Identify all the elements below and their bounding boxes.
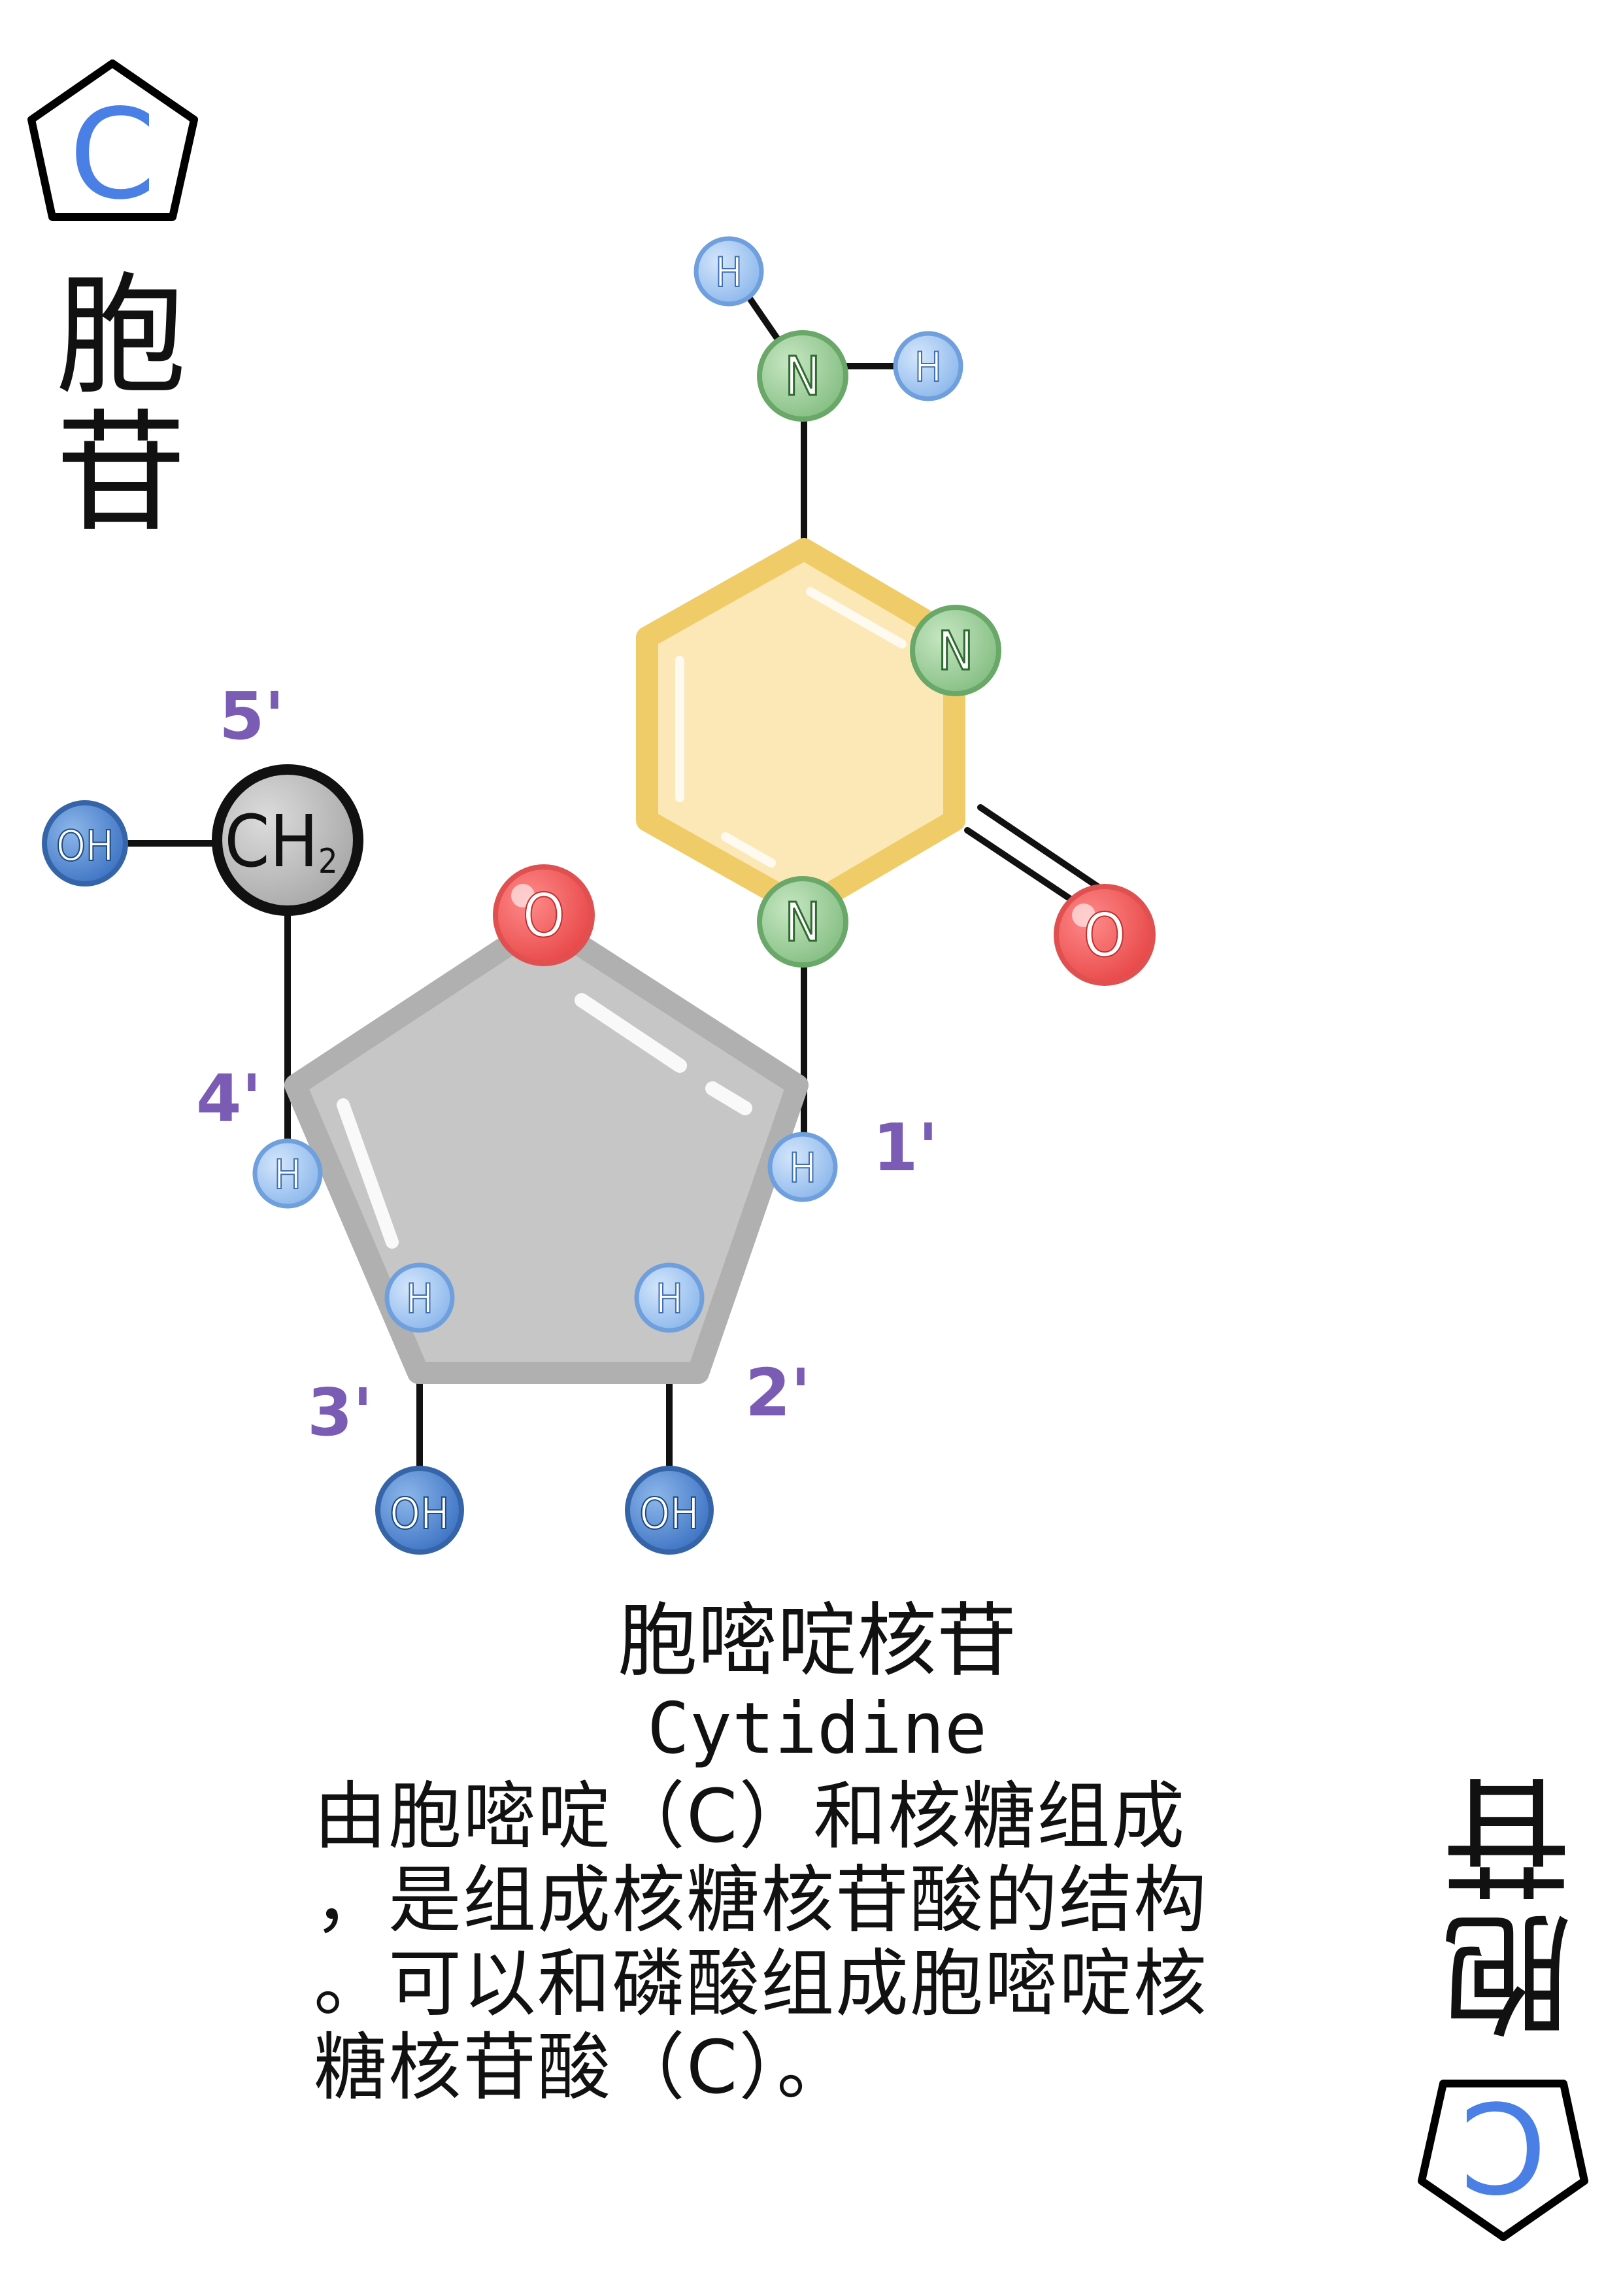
atom-label: N	[784, 346, 820, 408]
pentagon-icon	[27, 59, 198, 221]
pentagon-icon	[1418, 2080, 1588, 2241]
atom-h3: H	[384, 1262, 455, 1333]
position-label-5: 5'	[219, 678, 284, 754]
atom-label: OH	[390, 1489, 449, 1539]
atom-label: H	[789, 1144, 816, 1192]
compound-name-english: Cytidine	[646, 1688, 988, 1770]
atom-ring-nitrogen-top: N	[910, 605, 1001, 696]
atom-amino-nitrogen: N	[757, 330, 848, 422]
atom-label: H	[406, 1275, 433, 1323]
atom-carbonyl-oxygen: O	[1054, 884, 1156, 986]
atom-h4: H	[252, 1138, 323, 1209]
cytosine-highlight	[806, 587, 907, 649]
atom-label: H	[656, 1275, 683, 1323]
corner-letter: C	[1460, 2074, 1547, 2218]
atom-amino-hydrogen-1: H	[694, 236, 764, 307]
atom-label: OH	[56, 822, 114, 871]
position-labels: 5' 4' 1' 3' 2'	[196, 678, 938, 1451]
position-label-2: 2'	[745, 1355, 811, 1431]
atom-label: OH	[639, 1489, 699, 1539]
corner-name-char: 苷	[55, 397, 186, 550]
corner-badge-top-left: C	[27, 59, 198, 227]
description-line: ，是组成核糖核苷酸的结构	[314, 1858, 1208, 1943]
atom-label: CH2	[224, 800, 337, 883]
atom-oh3: OH	[375, 1466, 464, 1555]
atom-label: N	[784, 892, 820, 954]
corner-name-bottom-right: 胞 苷	[1431, 1758, 1582, 2048]
atom-oh2: OH	[625, 1466, 714, 1555]
atom-ring-nitrogen-bottom: N	[757, 876, 848, 968]
position-label-3: 3'	[307, 1374, 373, 1451]
corner-badge-bottom-right: C	[1418, 2074, 1588, 2241]
atom-ring-oxygen: O	[493, 864, 595, 966]
ribose-ring	[284, 911, 809, 1384]
description-line: 由胞嘧啶（C）和核糖组成	[314, 1774, 1186, 1859]
corner-name-char: 胞	[55, 260, 186, 413]
ribose-pentagon	[284, 911, 809, 1384]
ribose-highlight	[575, 993, 687, 1073]
atom-h2: H	[634, 1262, 705, 1333]
cytosine-ring	[636, 538, 965, 920]
description-line: 糖核苷酸（C）。	[314, 2025, 852, 2110]
atom-ch2: CH2	[212, 764, 363, 916]
ribose-highlight	[337, 1098, 399, 1249]
atom-h1: H	[767, 1132, 838, 1202]
position-label-1: 1'	[873, 1109, 938, 1186]
compound-name-chinese: 胞嘧啶核苷	[618, 1595, 1016, 1687]
corner-name-char: 胞	[1441, 1895, 1573, 2048]
corner-letter: C	[69, 82, 156, 227]
atom-amino-hydrogen-2: H	[893, 331, 963, 401]
corner-name-top-left: 胞 苷	[46, 268, 196, 543]
atom-label: H	[914, 343, 942, 391]
description-line: 。可以和磷酸组成胞嘧啶核	[314, 1942, 1208, 2027]
description-paragraph: 由胞嘧啶（C）和核糖组成 ，是组成核糖核苷酸的结构 。可以和磷酸组成胞嘧啶核 糖…	[314, 1775, 1320, 2110]
atom-label: O	[1083, 900, 1126, 970]
atom-label: O	[522, 881, 565, 951]
cytosine-highlight	[721, 832, 776, 868]
corner-name-char: 苷	[1441, 1758, 1573, 1910]
ribose-highlight	[705, 1081, 752, 1115]
cytosine-hexagon	[636, 538, 965, 920]
atom-oh5: OH	[42, 800, 128, 886]
atom-label: N	[937, 620, 973, 683]
atom-label: H	[274, 1151, 301, 1198]
position-label-4: 4'	[196, 1060, 261, 1137]
atom-label: H	[715, 248, 743, 296]
